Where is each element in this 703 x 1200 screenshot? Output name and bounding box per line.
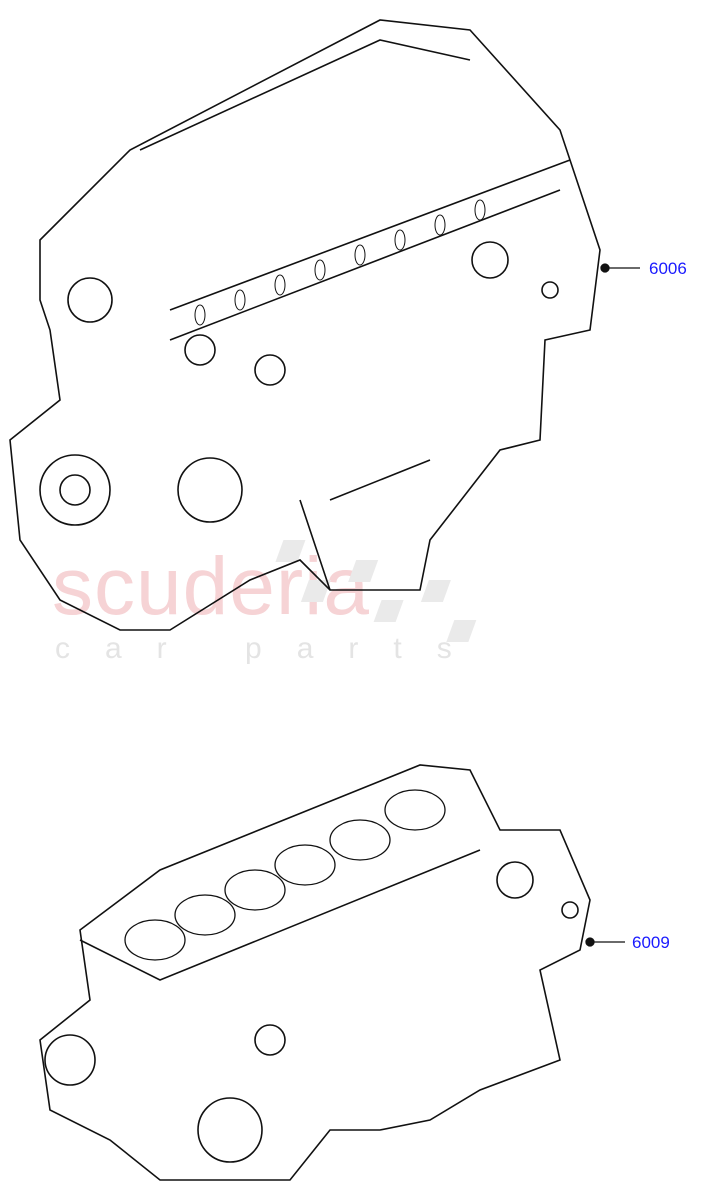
- checker-watermark: [275, 540, 477, 642]
- watermark-tagline: car parts: [55, 632, 487, 665]
- leader-6006: [600, 263, 640, 273]
- complete-engine: [9, 19, 601, 631]
- short-engine-block: [39, 764, 591, 1181]
- leader-6009: [585, 937, 625, 947]
- callout-6006[interactable]: 6006: [649, 259, 687, 278]
- callout-6009[interactable]: 6009: [632, 933, 670, 952]
